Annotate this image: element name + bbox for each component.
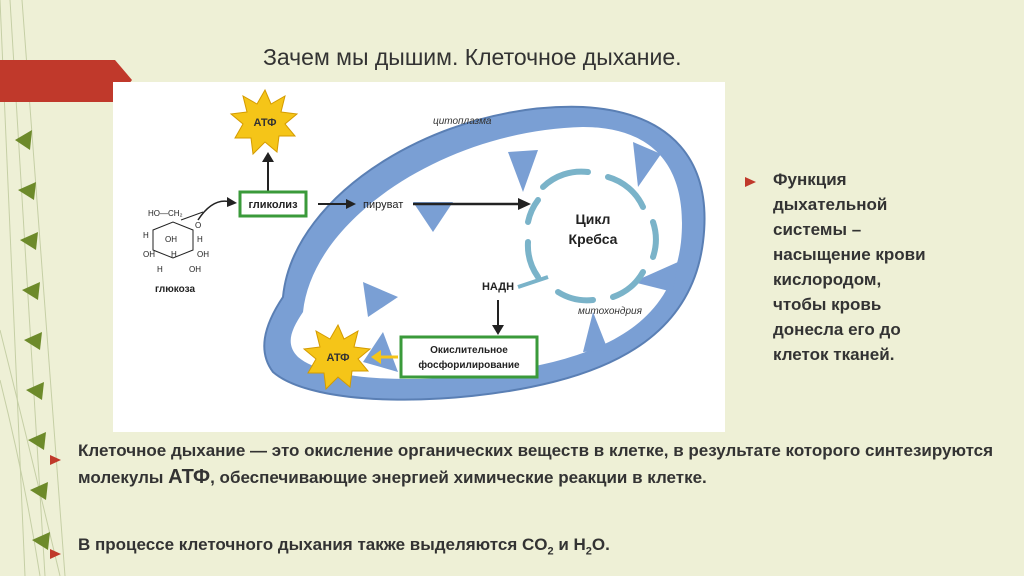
- glycolysis-box: [238, 190, 308, 218]
- right-line-8: клеток тканей.: [773, 345, 895, 364]
- mitochondria-label: митохондрия: [578, 306, 643, 317]
- svg-text:O: O: [195, 221, 201, 230]
- glucose-structure: HO—CH₂ O H OH H OH H OH H OH: [143, 209, 209, 274]
- atp-top-label: АТФ: [253, 117, 276, 129]
- cytoplasm-label: цитоплазма: [433, 116, 492, 127]
- svg-text:OH: OH: [197, 250, 209, 259]
- h2o-subscript: 2: [585, 545, 592, 558]
- svg-text:HO—CH₂: HO—CH₂: [148, 209, 183, 218]
- byproducts-bullet: В процессе клеточного дыхания также выде…: [50, 532, 1010, 564]
- svg-text:H: H: [157, 265, 163, 274]
- bullet-2-icon: [50, 540, 61, 566]
- right-line-4: насыщение крови: [773, 245, 926, 264]
- right-line-5: кислородом,: [773, 270, 882, 289]
- svg-text:OH: OH: [143, 250, 155, 259]
- nadh-label: НАДН: [482, 281, 514, 293]
- svg-text:H: H: [143, 231, 149, 240]
- atp-star-top: АТФ: [229, 88, 299, 156]
- bullet-1-icon: [50, 446, 61, 472]
- right-line-1: Функция: [773, 170, 847, 189]
- right-bullet-icon: [745, 173, 756, 191]
- right-line-2: дыхательной: [773, 195, 888, 214]
- title-accent-tab: [0, 60, 132, 102]
- definition-text-2: , обеспечивающие энергией химические реа…: [210, 468, 707, 487]
- svg-text:H: H: [197, 235, 203, 244]
- atp-star-bottom: АТФ: [302, 323, 372, 391]
- byproducts-text-2: и H: [553, 535, 586, 554]
- definition-atp: АТФ: [168, 466, 211, 488]
- right-line-7: донесла его до: [773, 320, 901, 339]
- svg-text:OH: OH: [189, 265, 201, 274]
- definition-text-1: Клеточное дыхание — это окисление органи…: [78, 441, 994, 487]
- diagram-svg: Цикл Кребса цитоплазма митохондрия АТФ г…: [143, 88, 706, 401]
- right-note-text: Функция дыхательной системы – насыщение …: [773, 167, 975, 367]
- right-line-6: чтобы кровь: [773, 295, 882, 314]
- glycolysis-label: гликолиз: [248, 199, 298, 211]
- krebs-label-2: Кребса: [569, 231, 618, 247]
- svg-text:H: H: [171, 250, 177, 259]
- mitochondria-inner-space: [290, 127, 682, 380]
- krebs-label-1: Цикл: [576, 211, 611, 227]
- atp-bottom-label: АТФ: [326, 352, 349, 364]
- right-line-3: системы –: [773, 220, 862, 239]
- oxphos-label-2: фосфорилирование: [418, 359, 520, 371]
- co2-subscript: 2: [547, 545, 554, 558]
- oxphos-box: [399, 335, 539, 379]
- definition-bullet: Клеточное дыхание — это окисление органи…: [50, 438, 1010, 491]
- slide-title: Зачем мы дышим. Клеточное дыхание.: [263, 44, 682, 70]
- cellular-respiration-diagram: Цикл Кребса цитоплазма митохондрия АТФ г…: [113, 82, 725, 432]
- glucose-label: глюкоза: [155, 284, 195, 295]
- byproducts-text-1: В процессе клеточного дыхания также выде…: [78, 535, 548, 554]
- byproducts-text-3: O.: [591, 535, 610, 554]
- pyruvate-label: пируват: [363, 199, 403, 211]
- svg-text:OH: OH: [165, 235, 177, 244]
- respiratory-function-note: Функция дыхательной системы – насыщение …: [745, 167, 975, 367]
- oxphos-label-1: Окислительное: [430, 345, 508, 356]
